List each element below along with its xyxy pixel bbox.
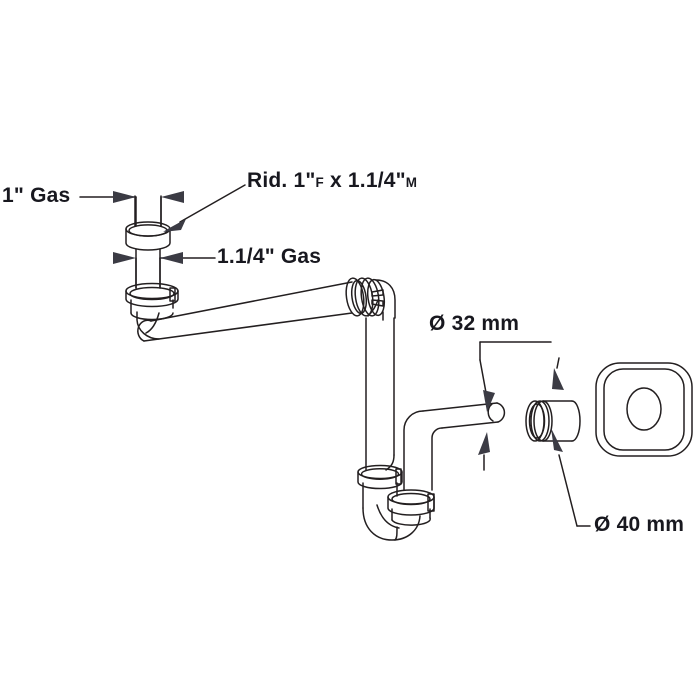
outlet-elbow-pipe <box>403 402 506 491</box>
bottle-trap-body <box>362 482 398 509</box>
label-diameter-32mm: Ø 32 mm <box>429 312 520 335</box>
arrowhead-rid <box>164 220 184 231</box>
arrowhead-d32-bottom <box>478 432 490 455</box>
escutcheon-plate <box>595 362 693 457</box>
arrowhead-d32-top <box>483 390 495 412</box>
arrowhead-gas1-right <box>161 191 184 203</box>
horizontal-inlet-pipe <box>137 281 353 342</box>
label-reducer-female-mark: F <box>315 175 324 190</box>
mid-union-nut <box>357 464 403 490</box>
leader-d32 <box>479 341 552 399</box>
upper-corner-body <box>367 279 396 321</box>
top-reducer-nut <box>125 221 171 251</box>
leader-rid <box>179 184 246 223</box>
trap-bottom-bend <box>362 504 421 541</box>
upper-union-nut <box>125 282 179 321</box>
label-diameter-40mm: Ø 40 mm <box>594 513 685 536</box>
leader-gas114 <box>159 257 216 289</box>
arrowhead-gas114-left <box>113 252 136 264</box>
label-1-inch-gas: 1" Gas <box>2 184 71 207</box>
trap-outlet-nut <box>387 489 435 526</box>
upper-elbow <box>136 311 160 340</box>
arrowhead-rid-solid <box>163 219 186 232</box>
wall-sleeve <box>525 400 581 442</box>
vertical-downpipe <box>365 317 395 471</box>
leader-gas1 <box>79 196 137 227</box>
leader-d40 <box>558 454 591 527</box>
label-reducer: Rid. 1"F x 1.1/4"M <box>247 170 417 191</box>
label-1-1-4-gas: 1.1/4" Gas <box>217 245 322 268</box>
label-reducer-part2: x 1.1/4" <box>323 169 406 192</box>
arrowhead-d40-top <box>552 368 564 390</box>
elbow-union-nut <box>345 277 386 317</box>
label-reducer-part1: Rid. 1" <box>247 169 316 192</box>
label-reducer-male-mark: M <box>405 175 418 190</box>
arrowhead-d40-bottom <box>551 428 563 452</box>
leader-d40-top-tail <box>556 357 560 369</box>
arrowhead-gas114-right <box>160 252 183 264</box>
arrowhead-gas1 <box>113 191 136 203</box>
upper-riser-pipe <box>135 248 161 289</box>
